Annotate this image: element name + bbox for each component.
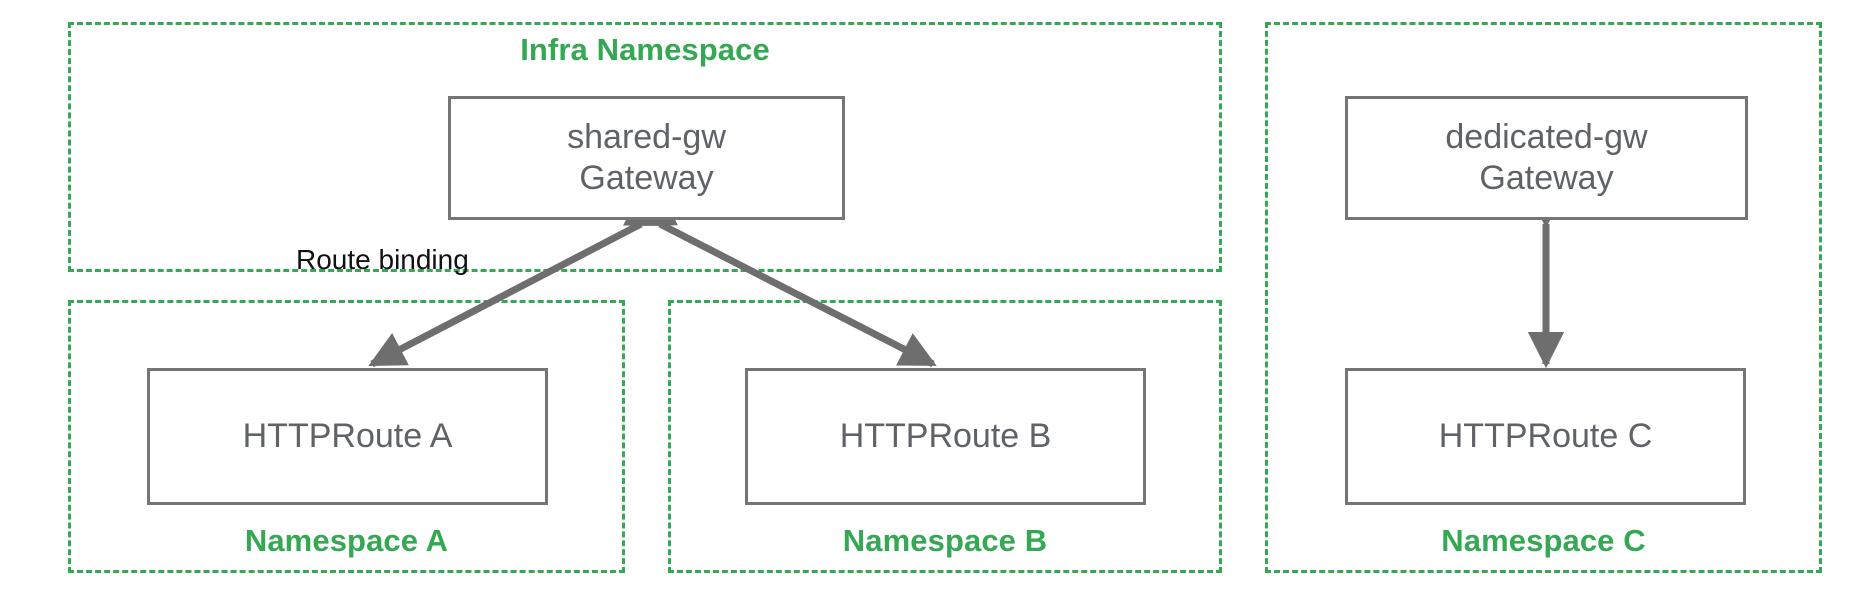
node-dedicated-gw-name: dedicated-gw xyxy=(1445,118,1648,157)
node-dedicated-gw-kind: Gateway xyxy=(1479,159,1614,197)
node-shared-gw-name: shared-gw xyxy=(567,118,726,157)
node-httproute-c[interactable]: HTTPRoute C xyxy=(1345,368,1746,505)
node-shared-gw[interactable]: shared-gw Gateway xyxy=(448,96,845,220)
namespace-label-c: Namespace C xyxy=(1441,523,1646,558)
node-httproute-b[interactable]: HTTPRoute B xyxy=(745,368,1146,505)
node-httproute-a-name: HTTPRoute A xyxy=(242,417,453,456)
node-shared-gw-kind: Gateway xyxy=(579,159,714,197)
namespace-label-b: Namespace B xyxy=(842,523,1048,558)
node-dedicated-gw[interactable]: dedicated-gw Gateway xyxy=(1345,96,1748,220)
node-httproute-b-name: HTTPRoute B xyxy=(839,417,1052,456)
namespace-label-infra: Infra Namespace xyxy=(520,32,770,67)
namespace-group-b xyxy=(668,300,1222,573)
namespace-label-a: Namespace A xyxy=(244,523,449,558)
namespace-group-a xyxy=(68,300,625,573)
namespace-group-c xyxy=(1265,22,1822,573)
node-httproute-a[interactable]: HTTPRoute A xyxy=(147,368,548,505)
node-httproute-c-name: HTTPRoute C xyxy=(1438,417,1653,456)
edge-label-route-binding: Route binding xyxy=(296,244,469,275)
